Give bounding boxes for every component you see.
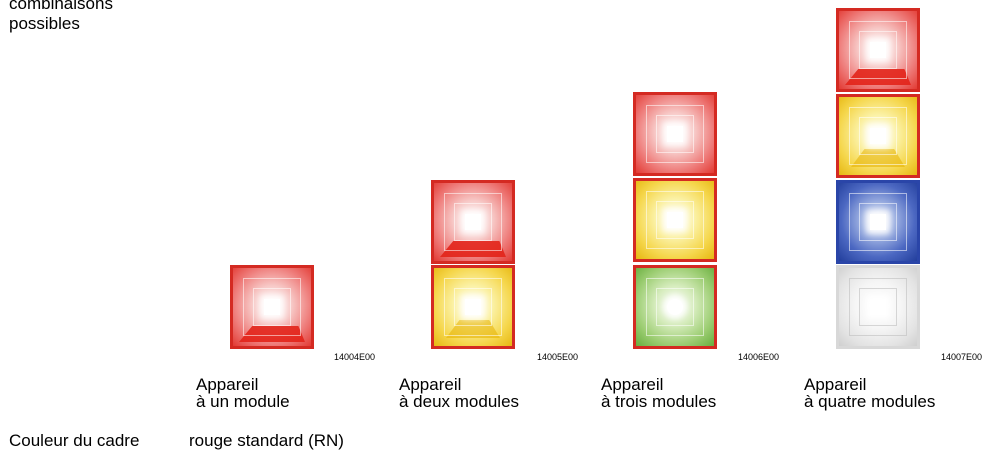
device-1-module-1-red: [230, 265, 314, 349]
module-lamp-center: [870, 128, 886, 144]
module-ring: [859, 203, 897, 241]
device-4-caption-line-2: à quatre modules: [804, 392, 936, 411]
module-ring: [849, 107, 907, 165]
device-2-caption: Appareil à deux modules: [399, 376, 519, 410]
module-ring: [646, 105, 704, 163]
module-ring: [656, 288, 694, 326]
module-shade: [440, 241, 506, 257]
device-3-module-1-red: [633, 92, 717, 176]
device-2-caption-line-2: à deux modules: [399, 392, 520, 411]
module-ring: [454, 203, 492, 241]
module-ring: [849, 278, 907, 336]
device-4-module-1-red: [836, 8, 920, 92]
module-ring: [444, 278, 502, 336]
module-ring: [656, 201, 694, 239]
device-2-caption-line-1: Appareil: [399, 375, 462, 394]
module-ring: [859, 31, 897, 69]
frame-color-value: rouge standard (RN): [189, 431, 344, 450]
device-4-module-3-blue: [836, 180, 920, 264]
device-4-module-2-yellow: [836, 94, 920, 178]
device-3-module-3-green: [633, 265, 717, 349]
device-4-module-4-white: [836, 265, 920, 349]
module-ring: [646, 278, 704, 336]
module-ring: [859, 288, 897, 326]
device-2-module-1-red: [431, 180, 515, 264]
device-2-module-2-yellow: [431, 265, 515, 349]
device-1-caption: Appareil à un module: [196, 376, 290, 410]
module-shade: [845, 69, 911, 85]
module-shade: [851, 149, 905, 167]
module-lamp-center: [870, 42, 886, 58]
module-ring: [849, 21, 907, 79]
module-ring: [646, 191, 704, 249]
device-1-caption-line-2: à un module: [196, 392, 290, 411]
module-ring: [253, 288, 291, 326]
intro-line-1: combinaisons: [9, 0, 113, 13]
frame-color-label: Couleur du cadre: [9, 431, 140, 450]
device-2-code: 14005E00: [537, 352, 579, 362]
module-ring: [859, 117, 897, 155]
module-lamp-center: [667, 126, 683, 142]
intro-line-2: possibles: [9, 14, 80, 33]
device-1-code: 14004E00: [334, 352, 376, 362]
module-lamp-center: [667, 299, 683, 315]
module-ring: [849, 193, 907, 251]
device-4-caption: Appareil à quatre modules: [804, 376, 935, 410]
module-shade: [446, 320, 500, 338]
device-3-caption-line-1: Appareil: [601, 375, 664, 394]
module-lamp-center: [465, 299, 481, 315]
intro-text: combinaisons possibles: [9, 0, 113, 34]
device-3-code: 14006E00: [738, 352, 780, 362]
module-ring: [656, 115, 694, 153]
device-4-caption-line-1: Appareil: [804, 375, 867, 394]
device-3-module-2-yellow: [633, 178, 717, 262]
module-lamp-center: [870, 299, 886, 315]
module-lamp-center: [264, 299, 280, 315]
module-ring: [454, 288, 492, 326]
module-lamp-center: [667, 212, 683, 228]
module-shade: [239, 326, 305, 342]
module-ring: [444, 193, 502, 251]
device-3-caption-line-2: à trois modules: [601, 392, 717, 411]
device-3-caption: Appareil à trois modules: [601, 376, 716, 410]
module-ring: [243, 278, 301, 336]
module-lamp-center: [870, 214, 886, 230]
device-4-code: 14007E00: [941, 352, 983, 362]
device-1-caption-line-1: Appareil: [196, 375, 259, 394]
module-lamp-center: [465, 214, 481, 230]
